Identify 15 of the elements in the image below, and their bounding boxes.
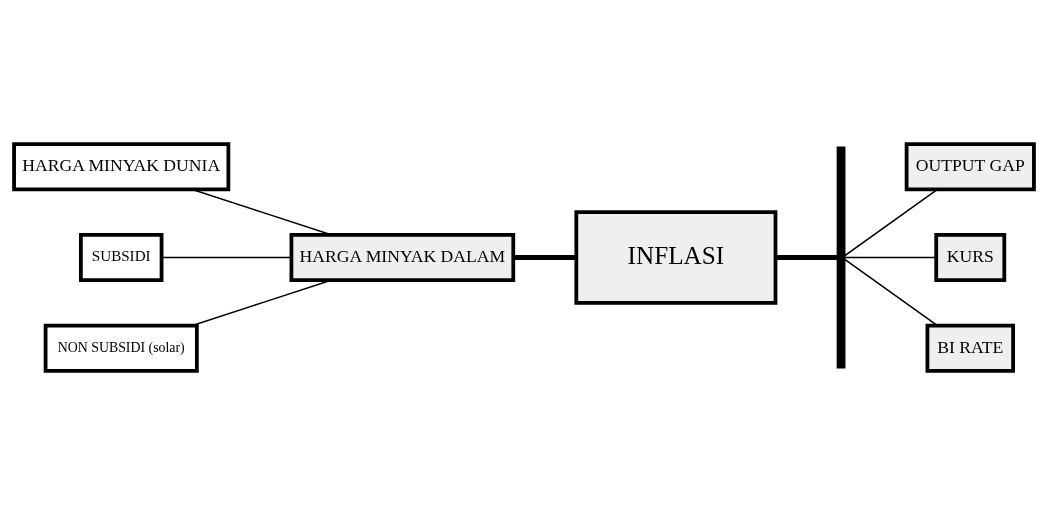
connector: [513, 254, 576, 260]
node-box: OUTPUT GAP: [904, 141, 1036, 191]
node-box: HARGA MINYAK DALAM: [289, 232, 516, 282]
node-box: BI RATE: [925, 323, 1015, 373]
connector: [843, 188, 938, 257]
connector: [775, 254, 839, 260]
node-box: INFLASI: [574, 209, 778, 305]
connector: [161, 256, 292, 258]
node-box: SUBSIDI: [79, 232, 164, 282]
connector: [843, 257, 938, 326]
node-bar: [836, 146, 846, 368]
node-box: KURS: [934, 232, 1007, 282]
connector: [843, 256, 937, 258]
node-box: HARGA MINYAK DUNIA: [12, 141, 231, 191]
node-box: NON SUBSIDI (solar): [43, 323, 199, 373]
